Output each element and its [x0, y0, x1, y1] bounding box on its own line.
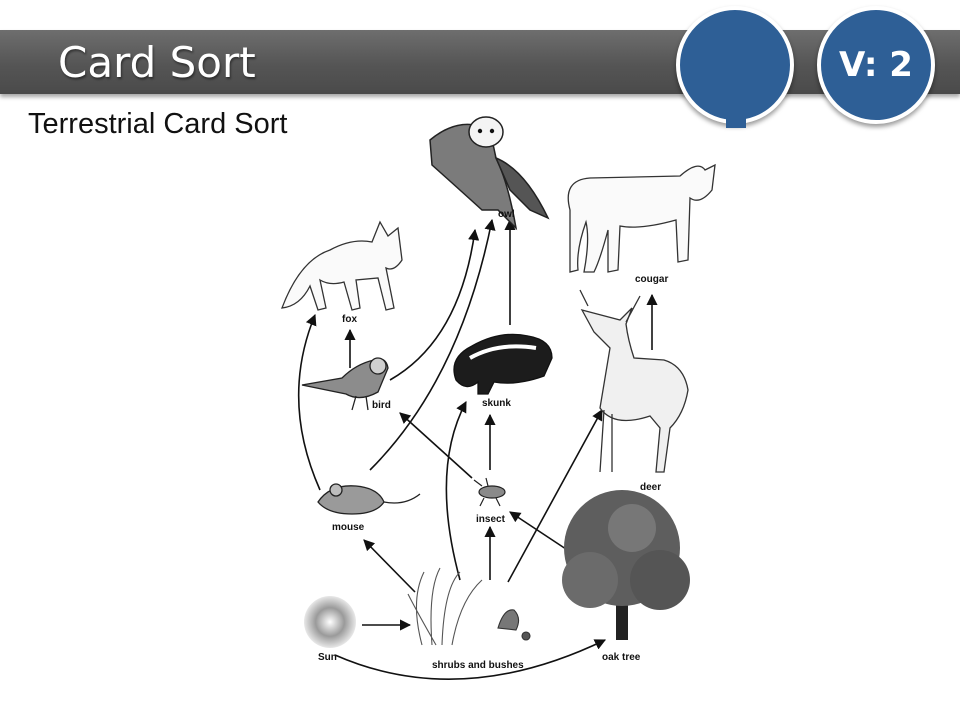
shrubs-illustration: [407, 567, 531, 646]
arrow-insect-to-bird: [399, 412, 473, 479]
sun-illustration: [304, 596, 356, 648]
insect-label: insect: [476, 514, 506, 525]
fox-illustration: [281, 220, 403, 311]
sun-label: Sun: [318, 652, 337, 663]
deer-label: deer: [640, 482, 661, 493]
cougar-label: cougar: [635, 274, 668, 285]
mouse-label: mouse: [332, 522, 365, 533]
insect-illustration: [473, 477, 506, 507]
arrow-sun-to-oak: [334, 639, 607, 680]
version-badge: V: 2: [817, 6, 935, 124]
bird-illustration: [301, 357, 389, 411]
title-bar: [0, 30, 960, 94]
bird-label: bird: [372, 400, 391, 411]
arrow-shrubs-to-mouse: [363, 539, 416, 593]
arrow-bird-to-owl: [389, 228, 480, 381]
blank-circle-badge: [676, 6, 794, 128]
slide-subtitle: Terrestrial Card Sort: [28, 108, 288, 140]
skunk-illustration: [453, 333, 553, 395]
arrow-mouse-to-owl: [369, 218, 496, 471]
skunk-label: skunk: [482, 398, 511, 409]
deer-illustration: [579, 289, 689, 473]
oak-tree-illustration: [562, 490, 690, 640]
mouse-illustration: [317, 483, 421, 515]
shrubs-label: shrubs and bushes: [432, 660, 524, 671]
arrow-shrubs-to-skunk: [445, 401, 467, 581]
arrow-mouse-to-fox: [297, 313, 321, 491]
oak-tree-label: oak tree: [602, 652, 641, 663]
owl-label: owl: [498, 209, 515, 220]
arrow-shrubs-to-deer: [507, 409, 603, 583]
owl-illustration: [429, 116, 550, 231]
fox-label: fox: [342, 314, 357, 325]
energy-arrows: [297, 218, 658, 680]
slide-title: Card Sort: [58, 38, 256, 87]
food-web-diagram: owl cougar fox bird skunk deer mouse ins…: [281, 116, 716, 680]
cougar-illustration: [567, 163, 716, 273]
